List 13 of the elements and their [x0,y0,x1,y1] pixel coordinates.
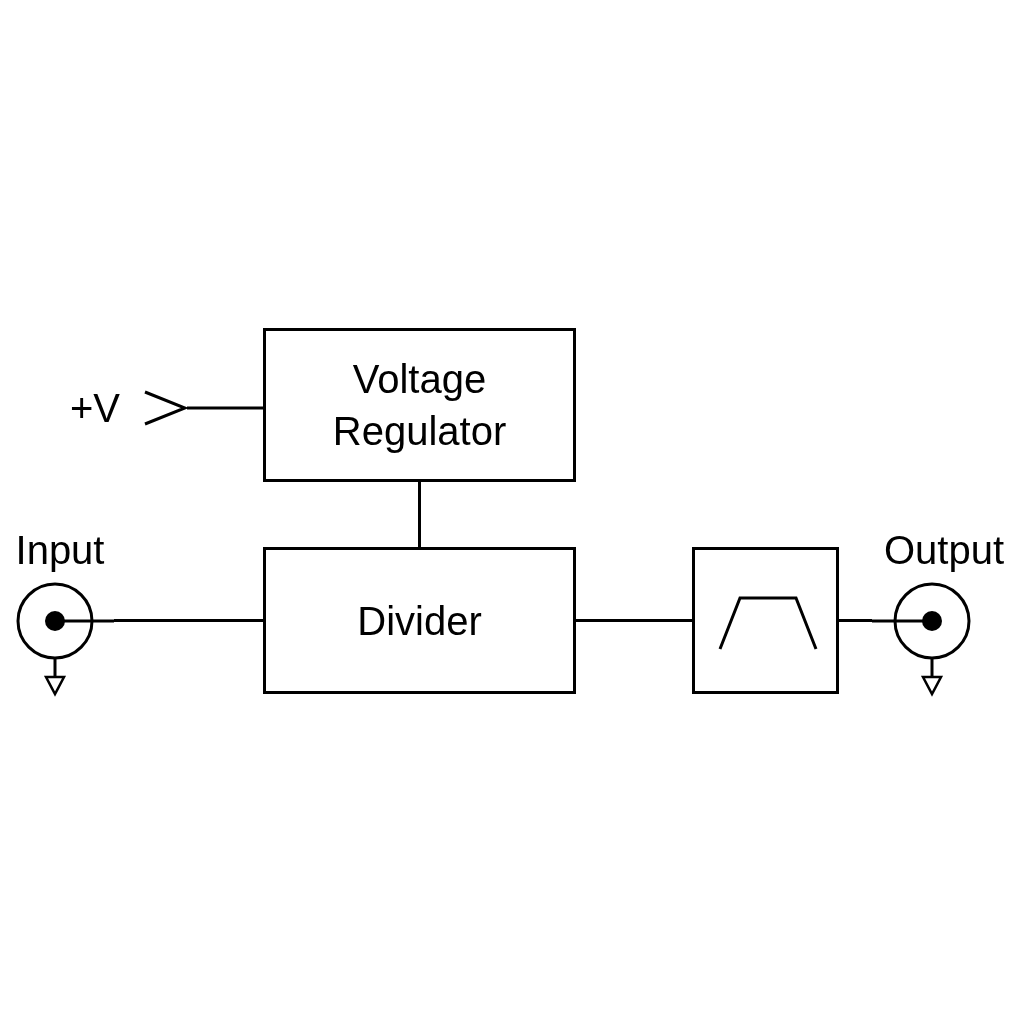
connection-line [187,406,263,410]
connection-line [114,619,263,622]
connection-line [576,619,692,622]
block-box [263,547,576,694]
node-label: Output [883,527,1005,573]
node-label: Voltage Regulator [331,356,508,455]
connection-line [839,619,872,622]
block-box [263,328,576,482]
connection-line [418,482,421,547]
filter-box [692,547,839,694]
node-label: Input [15,527,105,573]
node-label: +V [70,388,121,428]
node-label: Divider [357,597,482,645]
